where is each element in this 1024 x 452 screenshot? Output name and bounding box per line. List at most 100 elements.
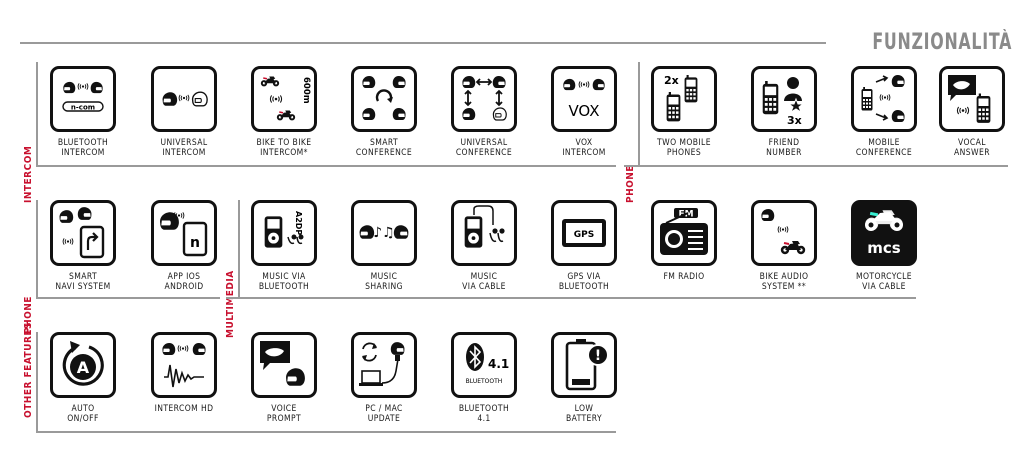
section-line-intercom	[36, 62, 38, 166]
music-note-icon: ♪♫	[373, 225, 395, 241]
feature-label: SMART CONFERENCE	[355, 138, 413, 158]
feature-bike-to-bike: 600m BIKE TO BIKE INTERCOM*	[238, 66, 334, 186]
section-line-other	[36, 332, 38, 432]
section-baseline-phone	[624, 165, 1008, 167]
feature-label: MUSIC VIA BLUETOOTH	[258, 272, 310, 292]
radio-icon: FM	[651, 200, 717, 266]
section-baseline-other	[36, 431, 616, 433]
intercom-hd-icon	[151, 332, 217, 398]
section-line-multimedia	[238, 200, 240, 298]
feature-fm-radio: FM FM RADIO	[638, 200, 734, 320]
feature-label: INTERCOM HD	[154, 404, 214, 414]
feature-label: BLUETOOTH 4.1	[458, 404, 510, 424]
feature-vocal-answer: VOCAL ANSWER	[926, 66, 1022, 186]
feature-motorcycle-cable: mcs MOTORCYCLE VIA CABLE	[838, 200, 934, 320]
page-title: FUNZIONALITÀ	[872, 30, 1012, 55]
feature-music-sharing: ♪♫ MUSIC SHARING	[338, 200, 434, 320]
feature-mobile-conference: MOBILE CONFERENCE	[838, 66, 934, 186]
mcs-icon: mcs	[851, 200, 917, 266]
feature-label: LOW BATTERY	[565, 404, 603, 424]
feature-label: APP IOS ANDROID	[164, 272, 204, 292]
feature-low-battery: ! LOW BATTERY	[538, 332, 634, 452]
a2dp-text: A2DP	[294, 211, 303, 235]
feature-smart-conference: SMART CONFERENCE	[338, 66, 434, 186]
feature-voice-prompt: VOICE PROMPT	[238, 332, 334, 452]
feature-label: TWO MOBILE PHONES	[657, 138, 711, 158]
vocal-answer-icon	[939, 66, 1005, 132]
feature-label: BIKE AUDIO SYSTEM **	[759, 272, 809, 292]
feature-label: MUSIC VIA CABLE	[462, 272, 506, 292]
gps-icon: GPS	[551, 200, 617, 266]
feature-label: VOX INTERCOM	[562, 138, 606, 158]
feature-friend-number: 3x FRIEND NUMBER	[738, 66, 834, 186]
feature-label: VOCAL ANSWER	[954, 138, 990, 158]
auto-letter-text: A	[77, 358, 90, 377]
gps-text: GPS	[574, 230, 594, 240]
count-text: 2x	[664, 74, 679, 87]
mobile-conference-icon	[851, 66, 917, 132]
app-letter-text: n	[190, 235, 200, 251]
feature-label: MOTORCYCLE VIA CABLE	[855, 272, 913, 292]
feature-gps-bluetooth: GPS GPS VIA BLUETOOTH	[538, 200, 634, 320]
auto-onoff-icon: A	[50, 332, 116, 398]
section-baseline-multimedia	[226, 297, 916, 299]
mcs-text: mcs	[867, 239, 901, 257]
app-icon: n	[151, 200, 217, 266]
smart-navi-icon	[50, 200, 116, 266]
low-battery-icon: !	[551, 332, 617, 398]
feature-smart-navi: SMART NAVI SYSTEM	[37, 200, 133, 320]
feature-label: MUSIC SHARING	[365, 272, 403, 292]
helmets-universal-icon	[151, 66, 217, 132]
feature-app-ios-android: n APP IOS ANDROID	[138, 200, 234, 320]
section-label-intercom: INTERCOM	[23, 145, 34, 203]
section-label-other-features: OTHER FEATURES	[23, 322, 34, 418]
version-text: 4.1	[488, 357, 509, 371]
section-baseline-intercom	[36, 165, 616, 167]
vox-text: VOX	[568, 102, 599, 120]
bluetooth-word-text: BLUETOOTH	[466, 378, 503, 385]
feature-label: UNIVERSAL INTERCOM	[160, 138, 208, 158]
feature-label: MOBILE CONFERENCE	[855, 138, 913, 158]
feature-label: SMART NAVI SYSTEM	[55, 272, 111, 292]
helmets-ncom-icon: n-com	[50, 66, 116, 132]
feature-label: FM RADIO	[663, 272, 705, 282]
feature-intercom-hd: INTERCOM HD	[138, 332, 234, 452]
friend-number-icon: 3x	[751, 66, 817, 132]
feature-label: GPS VIA BLUETOOTH	[558, 272, 610, 292]
feature-universal-intercom: UNIVERSAL INTERCOM	[138, 66, 234, 186]
feature-label: AUTO ON/OFF	[67, 404, 99, 424]
feature-bike-audio: BIKE AUDIO SYSTEM **	[738, 200, 834, 320]
section-baseline-phone-2	[36, 297, 220, 299]
feature-label: FRIEND NUMBER	[766, 138, 802, 158]
music-bluetooth-icon: A2DP	[251, 200, 317, 266]
feature-label: VOICE PROMPT	[266, 404, 302, 424]
alert-text: !	[595, 348, 601, 364]
title-rule	[20, 42, 826, 44]
count-text: 3x	[787, 114, 802, 127]
feature-vox-intercom: VOX VOX INTERCOM	[538, 66, 634, 186]
voice-prompt-icon	[251, 332, 317, 398]
smart-conference-icon	[351, 66, 417, 132]
two-phones-icon: 2x	[651, 66, 717, 132]
feature-label: PC / MAC UPDATE	[365, 404, 403, 424]
feature-auto-onoff: A AUTO ON/OFF	[37, 332, 133, 452]
section-line-phone	[638, 62, 640, 166]
feature-two-mobile-phones: 2x TWO MOBILE PHONES	[638, 66, 734, 186]
bike-to-bike-icon: 600m	[251, 66, 317, 132]
music-cable-icon	[451, 200, 517, 266]
feature-label: BIKE TO BIKE INTERCOM*	[256, 138, 312, 158]
universal-conference-icon	[451, 66, 517, 132]
feature-music-bluetooth: A2DP MUSIC VIA BLUETOOTH	[238, 200, 334, 320]
feature-pc-mac-update: PC / MAC UPDATE	[338, 332, 434, 452]
feature-bluetooth-intercom: n-com BLUETOOTH INTERCOM	[37, 66, 133, 186]
feature-bluetooth-41: 4.1 BLUETOOTH BLUETOOTH 4.1	[438, 332, 534, 452]
music-sharing-icon: ♪♫	[351, 200, 417, 266]
bike-audio-icon	[751, 200, 817, 266]
feature-label: UNIVERSAL CONFERENCE	[455, 138, 513, 158]
pc-update-icon	[351, 332, 417, 398]
bluetooth-icon: 4.1 BLUETOOTH	[451, 332, 517, 398]
vox-icon: VOX	[551, 66, 617, 132]
section-line-phone-2	[36, 200, 38, 298]
feature-label: BLUETOOTH INTERCOM	[57, 138, 109, 158]
feature-music-cable: MUSIC VIA CABLE	[438, 200, 534, 320]
